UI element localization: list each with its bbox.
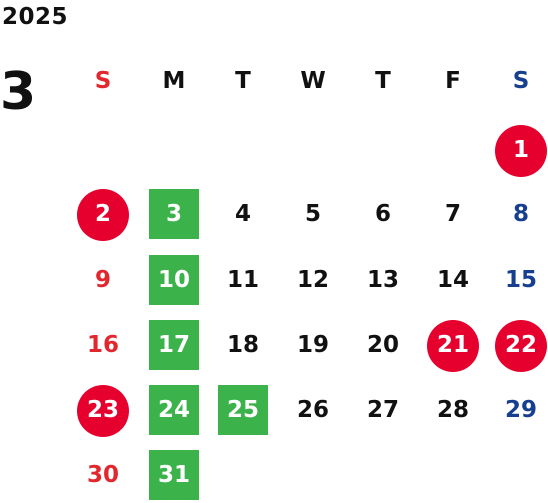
weekday-thu: T (375, 68, 391, 94)
day-number: 23 (86, 397, 119, 423)
day-21: 21 (425, 320, 481, 372)
day-12: 12 (285, 255, 341, 305)
day-30: 30 (75, 450, 131, 500)
day-number: 20 (366, 332, 399, 358)
day-number: 28 (436, 397, 469, 423)
day-28: 28 (425, 385, 481, 435)
day-7: 7 (425, 189, 481, 239)
weekday-sun: S (94, 68, 112, 94)
day-number: 30 (86, 462, 119, 488)
day-number: 4 (234, 201, 251, 227)
weekday-wed: W (300, 68, 326, 94)
day-22: 22 (493, 320, 548, 372)
day-9: 9 (75, 255, 131, 305)
day-number: 27 (366, 397, 399, 423)
day-29: 29 (493, 385, 548, 435)
weekday-fri: F (445, 68, 461, 94)
day-number: 11 (226, 267, 259, 293)
day-1: 1 (493, 125, 548, 177)
day-number: 9 (94, 267, 111, 293)
weekday-tue: T (235, 68, 251, 94)
day-number: 2 (94, 201, 111, 227)
day-number: 8 (512, 201, 529, 227)
day-23: 23 (75, 385, 131, 437)
day-number: 12 (296, 267, 329, 293)
day-number: 31 (157, 462, 190, 488)
day-18: 18 (215, 320, 271, 370)
day-6: 6 (355, 189, 411, 239)
day-number: 25 (226, 397, 259, 423)
day-number: 10 (157, 267, 190, 293)
day-11: 11 (215, 255, 271, 305)
day-19: 19 (285, 320, 341, 370)
day-number: 16 (86, 332, 119, 358)
day-25: 25 (215, 385, 271, 435)
day-10: 10 (146, 255, 202, 305)
year-label: 2025 (2, 4, 69, 30)
day-number: 1 (512, 137, 529, 163)
day-5: 5 (285, 189, 341, 239)
day-26: 26 (285, 385, 341, 435)
day-15: 15 (493, 255, 548, 305)
weekday-sat: S (512, 68, 530, 94)
day-number: 3 (165, 201, 182, 227)
day-3: 3 (146, 189, 202, 239)
day-2: 2 (75, 189, 131, 241)
day-number: 29 (504, 397, 537, 423)
day-number: 26 (296, 397, 329, 423)
day-number: 17 (157, 332, 190, 358)
day-8: 8 (493, 189, 548, 239)
day-number: 15 (504, 267, 537, 293)
day-number: 5 (304, 201, 321, 227)
day-16: 16 (75, 320, 131, 370)
day-4: 4 (215, 189, 271, 239)
day-17: 17 (146, 320, 202, 370)
day-number: 14 (436, 267, 469, 293)
day-number: 7 (444, 201, 461, 227)
day-24: 24 (146, 385, 202, 435)
weekday-mon: M (162, 68, 186, 94)
day-number: 18 (226, 332, 259, 358)
day-14: 14 (425, 255, 481, 305)
day-number: 22 (504, 332, 537, 358)
day-number: 13 (366, 267, 399, 293)
day-31: 31 (146, 450, 202, 500)
month-label: 3 (0, 62, 37, 122)
day-number: 24 (157, 397, 190, 423)
day-number: 21 (436, 332, 469, 358)
day-number: 6 (374, 201, 391, 227)
day-20: 20 (355, 320, 411, 370)
day-27: 27 (355, 385, 411, 435)
day-13: 13 (355, 255, 411, 305)
day-number: 19 (296, 332, 329, 358)
